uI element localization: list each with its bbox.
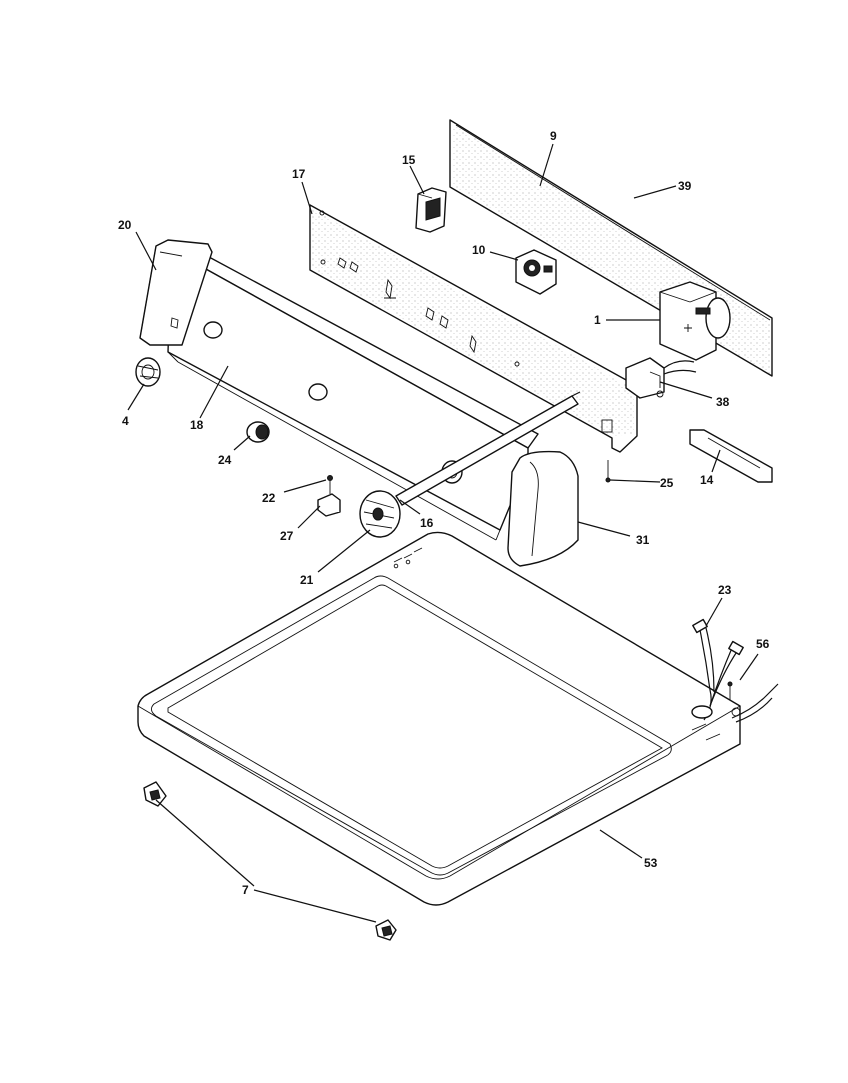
- label-part-17: 17: [292, 167, 306, 181]
- right-end-cap: [507, 450, 579, 567]
- timer-shaft: [395, 391, 581, 506]
- label-part-24: 24: [218, 453, 232, 467]
- cover-clip-part-lower: [375, 919, 397, 941]
- label-part-38: 38: [716, 395, 730, 409]
- timer-part: [659, 281, 731, 361]
- label-part-9: 9: [550, 129, 557, 143]
- timer-knob-part: [359, 490, 401, 538]
- label-part-20: 20: [118, 218, 132, 232]
- left-knob-part: [135, 357, 161, 387]
- top-cover: [137, 531, 741, 906]
- strap-part: [689, 429, 773, 483]
- leader-lines: [127, 143, 759, 923]
- label-part-1: 1: [594, 313, 601, 327]
- power-cord-part: [727, 681, 779, 723]
- label-part-31: 31: [636, 533, 650, 547]
- label-part-39: 39: [678, 179, 692, 193]
- selector-switch-part: [515, 249, 557, 295]
- clip-part: [317, 475, 341, 517]
- label-part-4: 4: [122, 414, 129, 428]
- wiring-harness-part: [691, 618, 744, 721]
- label-part-21: 21: [300, 573, 314, 587]
- switch-part: [415, 187, 447, 233]
- label-part-25: 25: [660, 476, 674, 490]
- screw-part: [605, 460, 611, 483]
- label-part-23: 23: [718, 583, 732, 597]
- label-part-14: 14: [700, 473, 714, 487]
- relay-bracket-part: [625, 357, 697, 399]
- label-part-7: 7: [242, 883, 249, 897]
- label-part-10: 10: [472, 243, 486, 257]
- label-part-27: 27: [280, 529, 294, 543]
- label-part-56: 56: [756, 637, 770, 651]
- label-part-15: 15: [402, 153, 416, 167]
- label-part-22: 22: [262, 491, 276, 505]
- cover-clip-part-upper: [143, 781, 167, 807]
- label-part-16: 16: [420, 516, 434, 530]
- indicator-cap-part: [246, 421, 270, 443]
- label-part-18: 18: [190, 418, 204, 432]
- label-part-53: 53: [644, 856, 658, 870]
- part-labels: 9 39 15 17 20 10 1 38 4 18 24 14 25 22 1…: [118, 129, 770, 897]
- left-end-cap: [139, 239, 213, 346]
